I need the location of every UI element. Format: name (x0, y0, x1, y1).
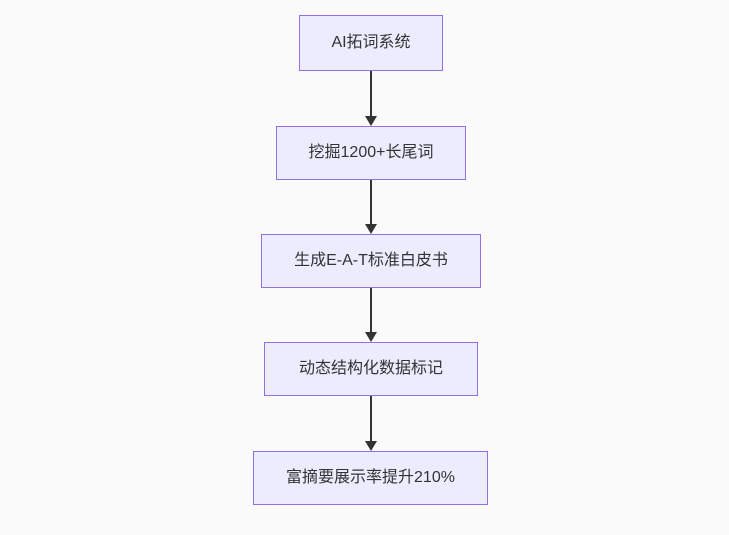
flow-arrow-line-4 (370, 396, 372, 442)
flow-arrow-line-3 (370, 288, 372, 333)
arrowhead-down-icon (365, 332, 377, 342)
flowchart-node-ai-system: AI拓词系统 (299, 15, 443, 71)
flowchart-node-longtail-keywords: 挖掘1200+长尾词 (276, 126, 466, 180)
arrowhead-down-icon (365, 116, 377, 126)
arrowhead-down-icon (365, 224, 377, 234)
node-label: 生成E-A-T标准白皮书 (294, 252, 448, 269)
flow-arrow-line-1 (370, 71, 372, 117)
flowchart-node-rich-snippet-result: 富摘要展示率提升210% (253, 451, 488, 505)
flowchart-node-structured-data: 动态结构化数据标记 (264, 342, 478, 396)
arrowhead-down-icon (365, 441, 377, 451)
flow-arrow-line-2 (370, 180, 372, 225)
node-label: 挖掘1200+长尾词 (308, 144, 434, 161)
node-label: 富摘要展示率提升210% (286, 469, 455, 486)
node-label: 动态结构化数据标记 (298, 360, 443, 377)
node-label: AI拓词系统 (331, 34, 411, 51)
flowchart-node-eat-whitepaper: 生成E-A-T标准白皮书 (261, 234, 481, 288)
